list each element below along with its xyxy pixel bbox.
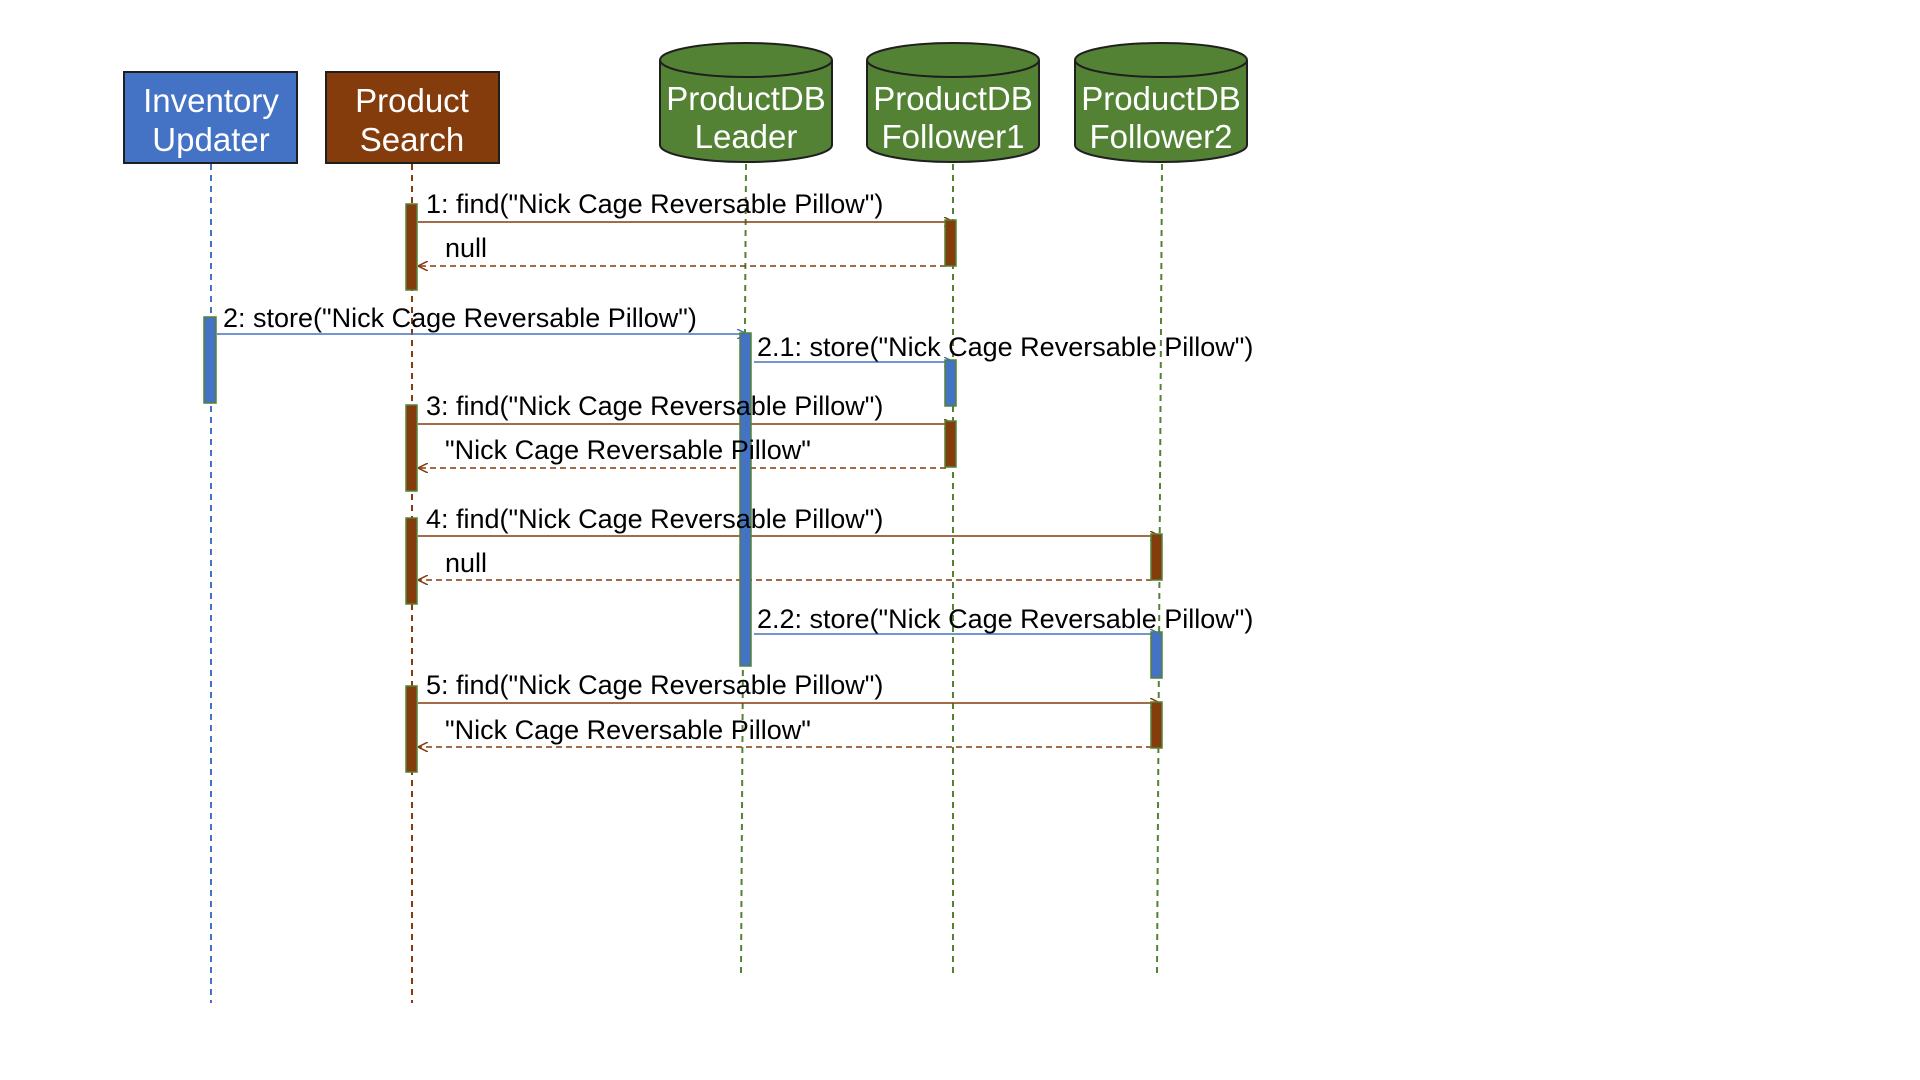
- cylinder-top-rim: [1074, 59, 1248, 78]
- activation-bar: [405, 517, 418, 605]
- cylinder-top-rim: [866, 59, 1040, 78]
- participant-label-line1: ProductDB: [1081, 80, 1241, 117]
- message-label-3: 3: find("Nick Cage Reversable Pillow"): [426, 391, 883, 421]
- message-labels: 1: find("Nick Cage Reversable Pillow") n…: [223, 189, 1253, 745]
- participant-label-line2: Leader: [695, 118, 798, 155]
- participant-label-line2: Updater: [152, 121, 269, 158]
- database-cylinder-icon: [866, 42, 1040, 163]
- lifelines: [210, 163, 1163, 1003]
- participant-label-line2: Search: [360, 121, 465, 158]
- return-label-1: null: [445, 233, 487, 263]
- message-label-5: 5: find("Nick Cage Reversable Pillow"): [426, 670, 883, 700]
- activation-bar: [739, 332, 752, 667]
- participant-label-line1: Product: [355, 82, 469, 119]
- activation-bar: [944, 219, 957, 267]
- participant-productdb-leader: ProductDB Leader: [659, 42, 833, 163]
- participant-product-search: Product Search: [325, 71, 500, 164]
- activation-bar: [1150, 533, 1163, 581]
- message-label-2-1: 2.1: store("Nick Cage Reversable Pillow"…: [757, 332, 1253, 362]
- activation-bar: [405, 404, 418, 492]
- participant-label-line1: ProductDB: [873, 80, 1033, 117]
- message-label-1: 1: find("Nick Cage Reversable Pillow"): [426, 189, 883, 219]
- participant-productdb-follower2: ProductDB Follower2: [1074, 42, 1248, 163]
- participant-box: [123, 71, 298, 164]
- activation-bar: [944, 420, 957, 468]
- database-cylinder-icon: [659, 42, 833, 163]
- activation-bar: [405, 685, 418, 773]
- participant-inventory-updater: Inventory Updater: [123, 71, 298, 164]
- participant-productdb-follower1: ProductDB Follower1: [866, 42, 1040, 163]
- message-label-2-2: 2.2: store("Nick Cage Reversable Pillow"…: [757, 604, 1253, 634]
- return-label-4: null: [445, 548, 487, 578]
- participant-label-line2: Follower1: [881, 118, 1024, 155]
- message-label-2: 2: store("Nick Cage Reversable Pillow"): [223, 303, 697, 333]
- activation-bar: [405, 203, 418, 291]
- lifeline-productdb-leader: [740, 163, 747, 974]
- return-label-5: "Nick Cage Reversable Pillow": [445, 715, 811, 745]
- activations: [203, 203, 1163, 773]
- participant-box: [325, 71, 500, 164]
- lifeline-productdb-follower2: [1156, 163, 1163, 974]
- return-label-3: "Nick Cage Reversable Pillow": [445, 435, 811, 465]
- activation-bar: [1150, 631, 1163, 679]
- participant-label-line1: Inventory: [143, 82, 279, 119]
- participant-label-line1: ProductDB: [666, 80, 826, 117]
- database-cylinder-icon: [1074, 42, 1248, 163]
- cylinder-top-rim: [659, 59, 833, 78]
- activation-bar: [1150, 701, 1163, 749]
- participant-label-line2: Follower2: [1089, 118, 1232, 155]
- activation-bar: [203, 316, 217, 404]
- message-label-4: 4: find("Nick Cage Reversable Pillow"): [426, 504, 883, 534]
- messages: [217, 222, 1160, 747]
- activation-bar: [944, 359, 957, 407]
